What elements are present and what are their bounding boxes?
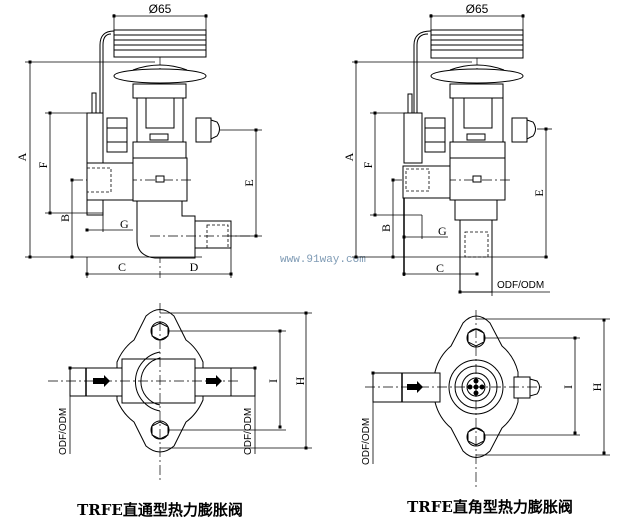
dim-H: H [590, 382, 604, 391]
straight-valve-elevation: Ø65 A F B G E C D [15, 2, 262, 278]
dim-G: G [120, 217, 129, 231]
dim-odf-odm-left: ODF/ODM [361, 418, 372, 465]
dim-F: F [361, 161, 375, 168]
dim-E: E [242, 179, 256, 186]
angle-valve-plan: H I ODF/ODM TRFE直角型热力膨胀阀 [361, 310, 610, 516]
dim-odf-odm-left: ODF/ODM [58, 408, 69, 455]
dim-C: C [118, 260, 126, 274]
flow-arrow-icon [206, 375, 222, 387]
equalizer-nut [195, 117, 212, 143]
dim-B: B [58, 214, 72, 222]
dim-diameter: Ø65 [466, 2, 489, 16]
caption-angle: TRFE直角型热力膨胀阀 [407, 498, 573, 516]
dim-I: I [561, 385, 575, 389]
flow-arrow-icon [407, 381, 423, 393]
dim-A: A [15, 152, 29, 161]
dim-D: D [190, 260, 199, 274]
dim-E: E [532, 189, 546, 196]
caption-straight: TRFE直通型热力膨胀阀 [77, 501, 243, 519]
dim-diameter: Ø65 [149, 2, 172, 16]
dim-I: I [266, 379, 280, 383]
flow-arrow-icon [93, 375, 110, 387]
dim-B: B [379, 224, 393, 232]
dim-odf-odm: ODF/ODM [497, 280, 544, 291]
dim-C: C [436, 261, 444, 275]
dim-H: H [293, 376, 307, 385]
dim-G: G [438, 224, 447, 238]
dim-odf-odm-right: ODF/ODM [243, 408, 254, 455]
straight-valve-plan: H I ODF/ODM ODF/ODM TRFE直通型热力膨胀阀 [48, 303, 312, 519]
dim-A: A [342, 152, 356, 161]
thermal-head [113, 29, 207, 84]
watermark: www.91way.com [280, 254, 366, 266]
angle-valve-elevation: Ø65 A F B G E C ODF/ODM [342, 2, 552, 296]
dim-F: F [36, 161, 50, 168]
inlet-nut [106, 117, 128, 153]
